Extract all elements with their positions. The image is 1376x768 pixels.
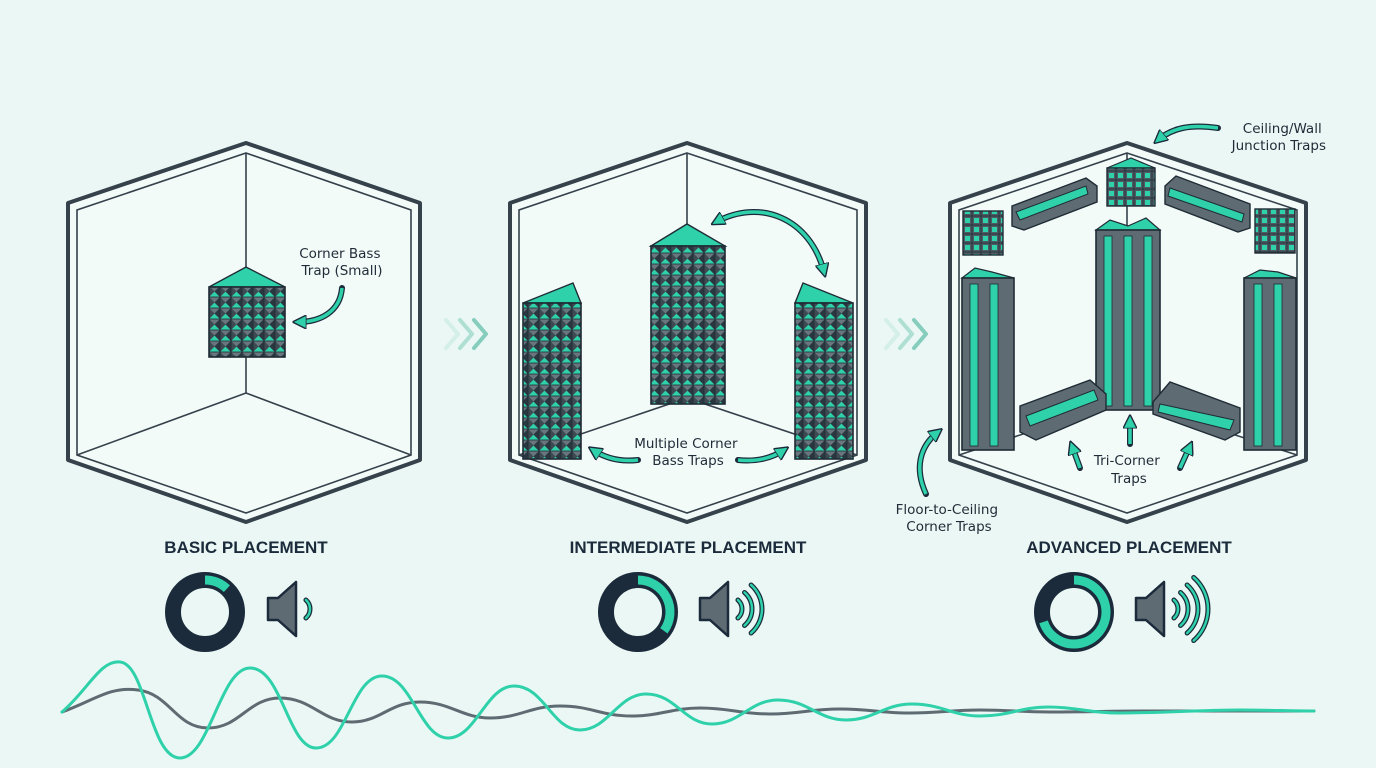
chevron-right-icon: [444, 318, 488, 350]
gauge-track: [166, 573, 244, 651]
room-intermediate: Multiple Corner Bass Traps: [508, 141, 868, 524]
speaker-icon: [698, 580, 765, 638]
bass-trap-right: [793, 282, 854, 460]
donut-gauge-icon: [165, 572, 245, 652]
floor-to-ceiling-trap-left: [960, 267, 1015, 451]
sound-wave-arc: [1185, 583, 1200, 635]
stage-label-advanced: ADVANCED PLACEMENT: [1026, 538, 1232, 557]
sound-wave-gray: [60, 687, 1316, 730]
corner-bass-trap-small: [208, 266, 286, 358]
stage-label-basic: BASIC PLACEMENT: [164, 538, 328, 557]
sound-wave-arc: [1179, 591, 1190, 627]
callout-corner-bass-trap: Corner Bass Trap (Small): [299, 246, 385, 279]
room-basic: Corner Bass Trap (Small): [66, 141, 422, 524]
gauge-outer-ring: [598, 572, 678, 652]
wall-junction-trap-left: [1011, 177, 1098, 231]
sound-wave-arc: [1172, 598, 1180, 620]
gauge-outer-ring: [1034, 572, 1114, 652]
callout-ceiling-wall-junction-traps: Ceiling/Wall Junction Traps: [1231, 121, 1326, 154]
gauge-inner-ring: [1048, 586, 1100, 638]
stage-label-intermediate: INTERMEDIATE PLACEMENT: [570, 538, 807, 557]
sound-wave-arc: [1192, 576, 1210, 642]
donut-gauge-icon: [598, 572, 678, 652]
floor-to-ceiling-trap-center: [1094, 217, 1162, 411]
sound-wave-arc: [743, 591, 754, 627]
room-advanced: Ceiling/Wall Junction Traps Tri-Corner T…: [896, 121, 1326, 535]
gauge-fill: [1039, 575, 1111, 649]
bass-trap-center: [648, 223, 728, 405]
chevron-right-icon: [884, 318, 928, 350]
floor-to-ceiling-trap-right: [1243, 269, 1297, 451]
callout-floor-to-ceiling-corner-traps: Floor-to-Ceiling Corner Traps: [896, 502, 1003, 535]
speaker-icon: [1134, 574, 1211, 644]
tri-corner-trap-right: [1152, 381, 1241, 441]
speaker-icon: [266, 580, 313, 638]
diffuser-panel-right: [1254, 208, 1296, 254]
gauge-outer-ring: [165, 572, 245, 652]
diffuser-panel-left: [962, 210, 1004, 256]
callout-tri-corner-traps: Tri-Corner Traps: [1093, 453, 1164, 487]
sound-wave-teal: [60, 660, 1316, 760]
gauge-inner-ring: [612, 586, 664, 638]
sound-wave-arc: [304, 598, 312, 620]
wall-junction-trap-right: [1164, 175, 1251, 233]
donut-gauge-icon: [1034, 572, 1114, 652]
gauge-inner-ring: [179, 586, 231, 638]
gauge-fill: [637, 575, 675, 634]
sound-wave-arc: [736, 598, 744, 620]
sound-wave-arc: [749, 583, 764, 635]
tri-corner-trap-left: [1019, 379, 1107, 441]
ceiling-corner-trap: [1106, 157, 1156, 207]
gauge-fill: [204, 575, 230, 593]
bass-trap-left: [522, 282, 583, 460]
callout-multiple-corner-bass-traps: Multiple Corner Bass Traps: [634, 436, 742, 469]
